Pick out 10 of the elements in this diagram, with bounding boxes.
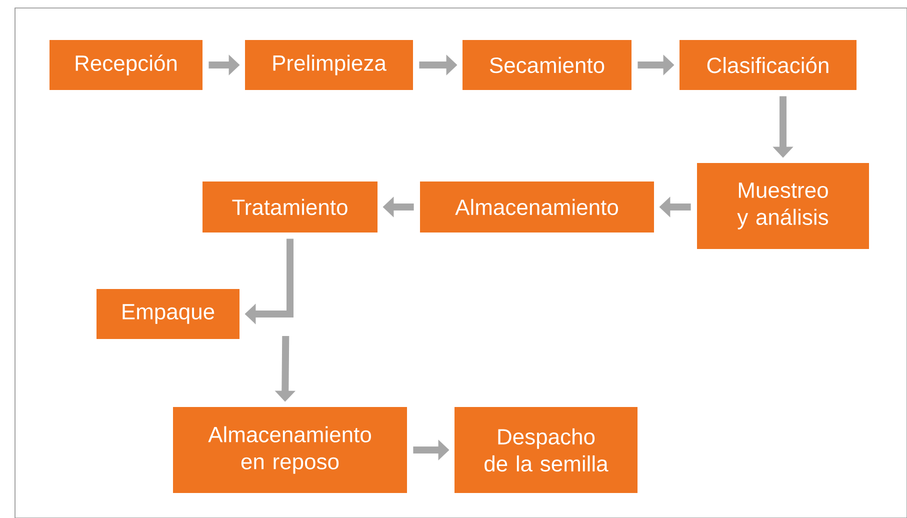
process-box: Recepción bbox=[50, 40, 202, 90]
process-box: Despacho de la semilla bbox=[454, 407, 638, 493]
process-box: Muestreo y análisis bbox=[697, 163, 869, 249]
process-box: Clasificación bbox=[680, 40, 856, 90]
process-box: Almacenamiento bbox=[420, 182, 654, 232]
process-box: Prelimpieza bbox=[245, 40, 413, 90]
process-box: Secamiento bbox=[462, 40, 632, 90]
process-box: Almacenamiento en reposo bbox=[173, 407, 407, 493]
process-box: Empaque bbox=[96, 289, 240, 339]
process-box: Tratamiento bbox=[202, 182, 378, 232]
